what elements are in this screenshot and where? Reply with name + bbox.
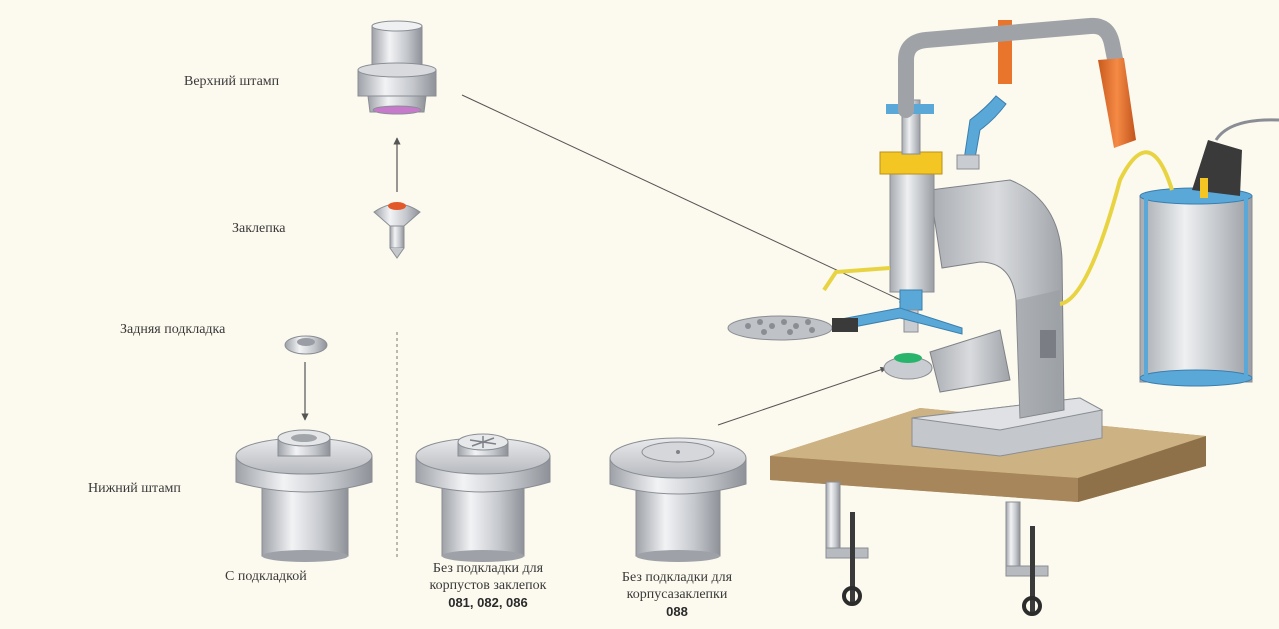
press-machine	[727, 17, 1279, 616]
label-no-washer-1-codes: 081, 082, 086	[448, 595, 528, 610]
label-no-washer-1-line2: корпустов заклепок	[429, 578, 547, 593]
label-no-washer-2-code: 088	[666, 604, 688, 619]
label-upper-die: Верхний штамп	[184, 74, 280, 89]
upper-die-leader	[461, 94, 906, 303]
back-washer-part	[284, 335, 328, 355]
label-no-washer-2-line2: корпусазаклепки	[626, 587, 728, 602]
label-no-washer-2: Без подкладки для корпусазаклепки 088	[622, 569, 732, 620]
lower-die-with-washer	[235, 429, 373, 562]
label-no-washer-1: Без подкладки для корпустов заклепок 081…	[430, 560, 547, 611]
label-lower-die: Нижний штамп	[88, 481, 181, 496]
lower-die-leader	[717, 366, 887, 426]
label-no-washer-1-line1: Без подкладки для	[432, 561, 544, 576]
label-no-washer-2-line1: Без подкладки для	[621, 570, 733, 585]
label-with-washer: С подкладкой	[225, 569, 307, 584]
label-rivet: Заклепка	[232, 221, 286, 236]
lower-die-without-washer-1	[415, 433, 551, 562]
upper-die-part	[357, 20, 437, 115]
rivet-part	[373, 202, 421, 259]
lower-die-without-washer-2	[609, 437, 747, 562]
label-back-washer: Задняя подкладка	[120, 322, 226, 337]
